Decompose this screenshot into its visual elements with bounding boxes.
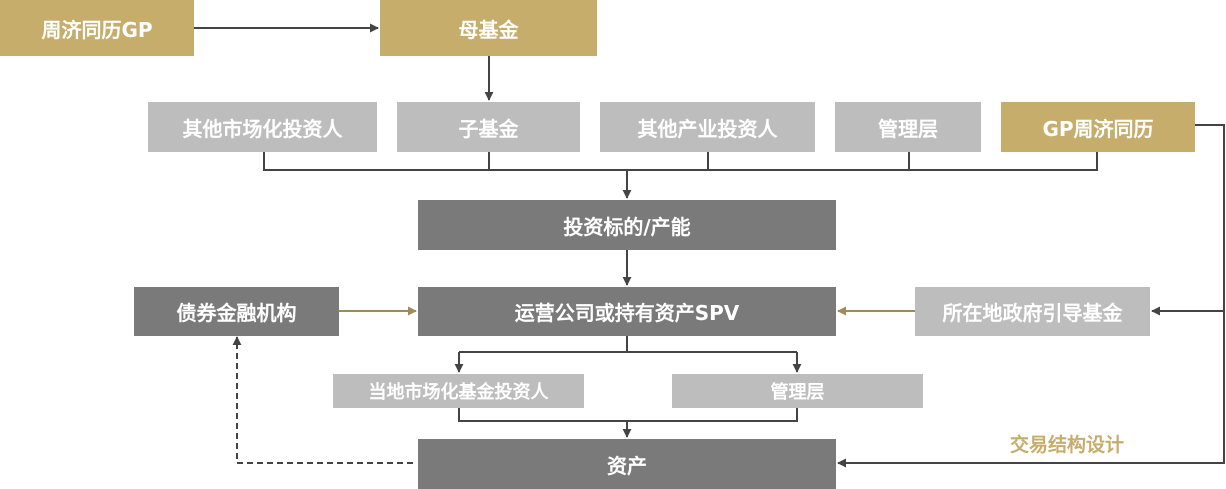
node-investment-target: 投资标的/产能 xyxy=(418,200,836,250)
node-other-market-investors: 其他市场化投资人 xyxy=(148,102,377,152)
node-bond-finance: 债券金融机构 xyxy=(134,287,339,336)
node-zhoujitongli-gp: 周济同历GP xyxy=(0,0,194,56)
node-management-top: 管理层 xyxy=(835,102,981,152)
node-mother-fund: 母基金 xyxy=(380,0,597,56)
node-gp-zhoujitongli: GP周济同历 xyxy=(1001,102,1195,152)
node-management-bottom: 管理层 xyxy=(672,374,923,408)
gp-right-feed-line xyxy=(837,124,1225,468)
node-assets: 资产 xyxy=(418,439,836,489)
investors-merge-bar xyxy=(263,152,1098,171)
diagram-caption: 交易结构设计 xyxy=(1010,434,1125,456)
node-other-industry-investors: 其他产业投资人 xyxy=(600,102,815,152)
node-spv: 运营公司或持有资产SPV xyxy=(418,287,836,336)
node-local-market-fund-investors: 当地市场化基金投资人 xyxy=(333,374,584,408)
dashed-assets-to-bond xyxy=(232,336,413,464)
node-sub-fund: 子基金 xyxy=(397,102,580,152)
node-local-gov-fund: 所在地政府引导基金 xyxy=(915,287,1150,336)
